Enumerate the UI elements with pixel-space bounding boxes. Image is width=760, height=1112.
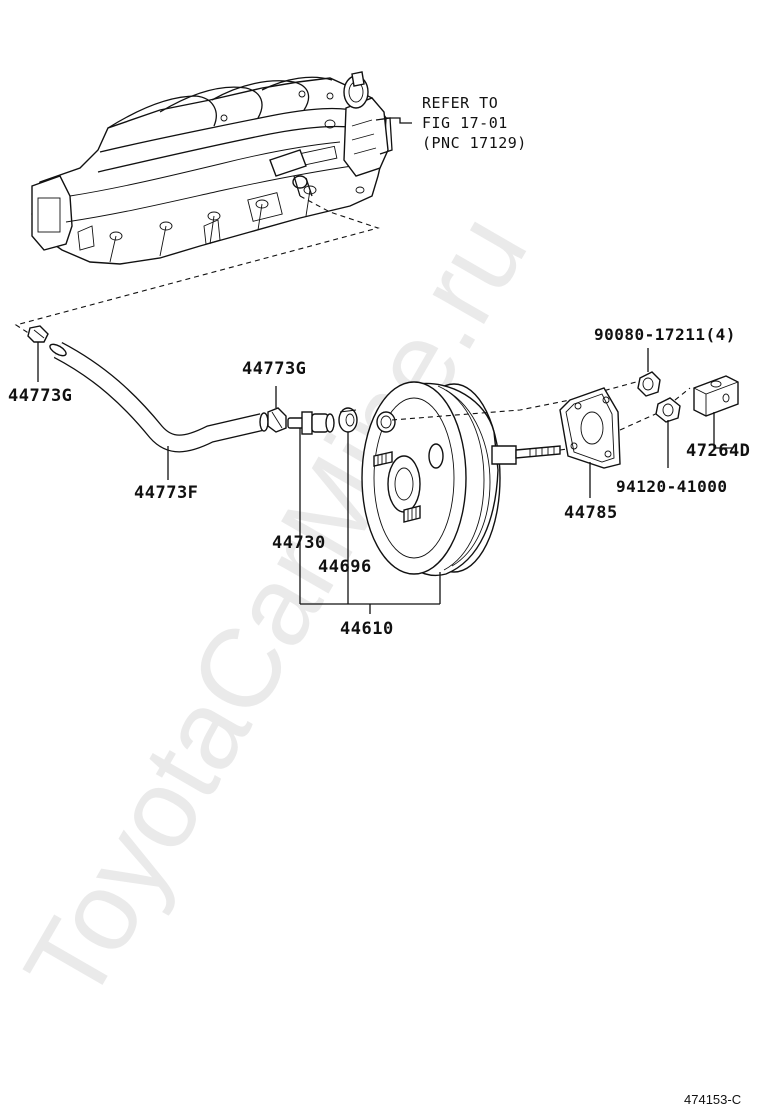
label-nut-upper: 90080-17211(4) bbox=[594, 325, 736, 344]
watermark: ToyotaCarMine.ru bbox=[1, 194, 551, 1022]
brake-booster bbox=[361, 381, 561, 576]
label-nut-lower: 94120-41000 bbox=[616, 477, 727, 496]
clevis bbox=[693, 375, 739, 417]
reference-note-line1: REFER TO bbox=[422, 94, 498, 112]
reference-leader bbox=[384, 117, 412, 124]
leader-clevis bbox=[713, 412, 732, 449]
grommet bbox=[338, 407, 358, 433]
label-clip-left: 44773G bbox=[8, 386, 72, 406]
figure-id: 474153-C bbox=[684, 1092, 741, 1107]
reference-note: REFER TO FIG 17-01 (PNC 17129) bbox=[422, 94, 527, 152]
label-hose: 44773F bbox=[134, 483, 198, 503]
check-valve bbox=[287, 411, 335, 435]
hose-clip-right bbox=[267, 407, 287, 433]
gasket bbox=[559, 387, 621, 469]
label-check-valve: 44730 bbox=[272, 533, 326, 553]
reference-note-line2: FIG 17-01 bbox=[422, 114, 508, 132]
label-grommet: 44696 bbox=[318, 557, 372, 577]
label-clip-right: 44773G bbox=[242, 359, 306, 379]
hose-clip-left bbox=[27, 325, 49, 343]
intake-manifold-illustration bbox=[31, 71, 393, 265]
label-booster-assy: 44610 bbox=[340, 619, 394, 639]
vacuum-hose bbox=[49, 342, 269, 453]
connection-dashed-line bbox=[14, 195, 380, 335]
booster-group-bracket bbox=[300, 603, 440, 614]
nut-lower bbox=[655, 397, 681, 423]
label-clevis: 47264D bbox=[686, 441, 750, 461]
label-gasket: 44785 bbox=[564, 503, 618, 523]
nut-upper bbox=[637, 371, 661, 397]
reference-note-line3: (PNC 17129) bbox=[422, 134, 527, 152]
